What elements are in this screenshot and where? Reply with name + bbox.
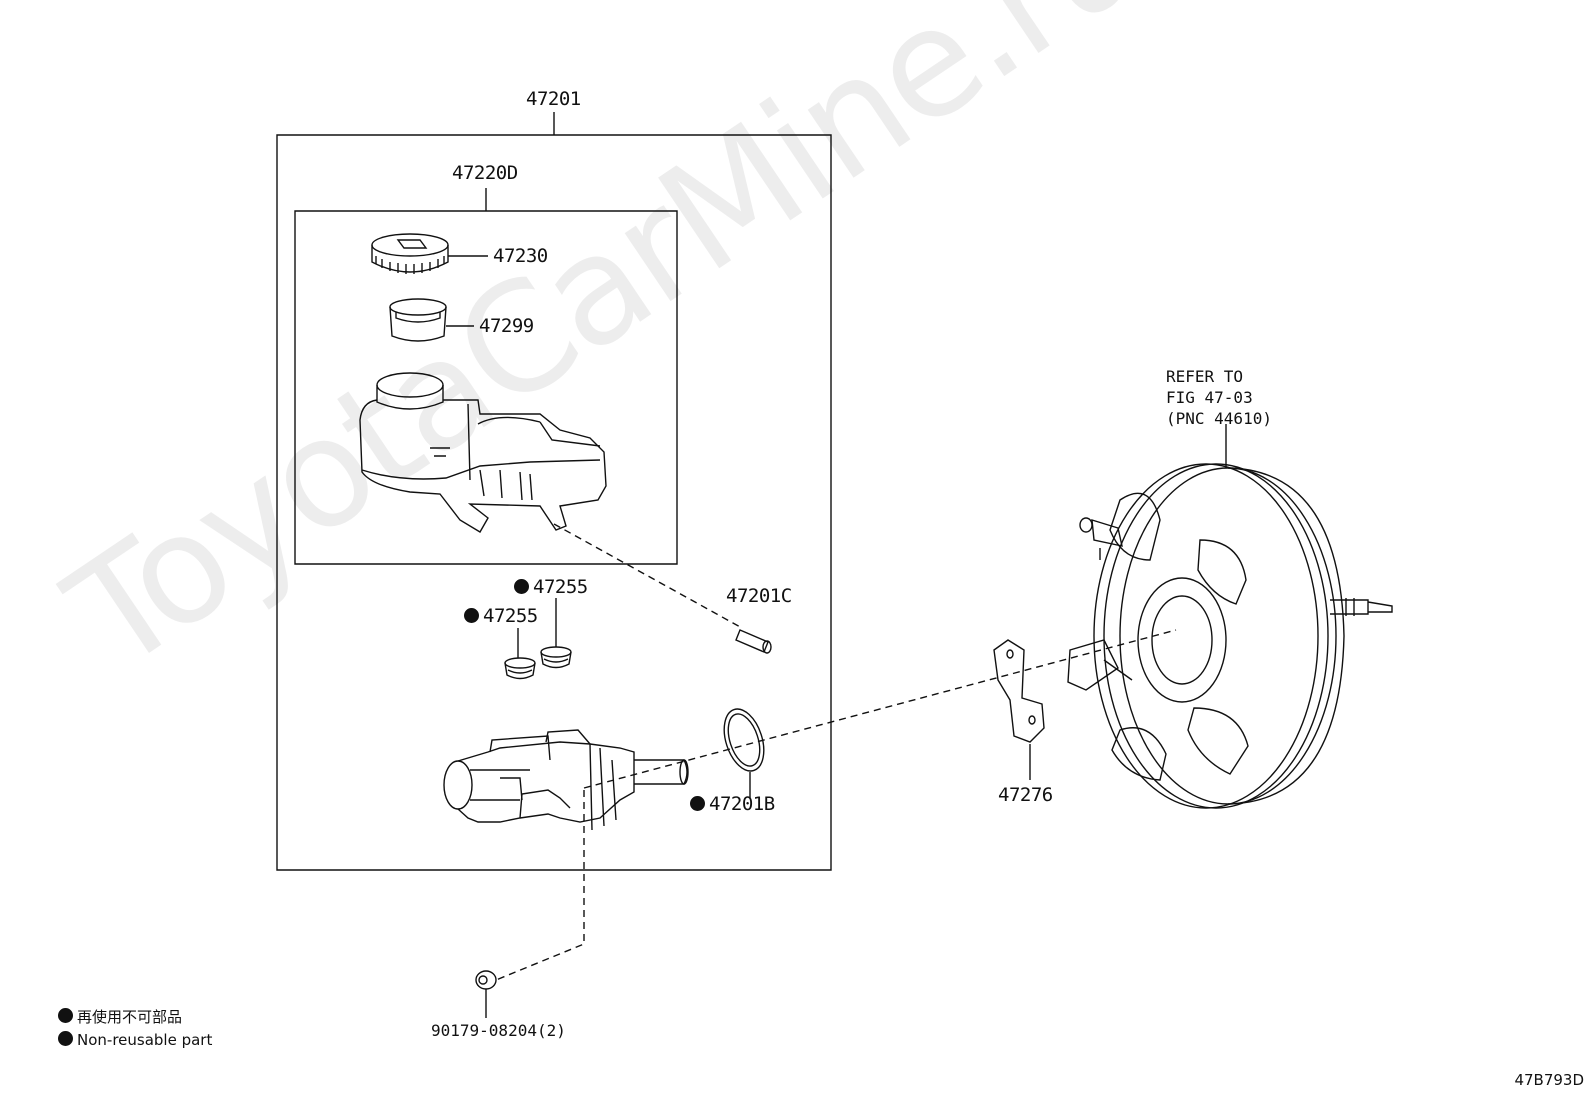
label-grommet-47255-a: 47255 [514,578,588,597]
nut-drawing [476,971,496,989]
reservoir-body-drawing [360,373,606,532]
o-ring-drawing [717,704,771,776]
legend-row-jp: 再使用不可部品 [58,1006,182,1027]
booster-reference-note: REFER TO FIG 47-03 (PNC 44610) [1166,366,1272,429]
master-cylinder-drawing [444,730,688,830]
label-cap-47230: 47230 [493,245,548,267]
brake-booster-drawing [1068,464,1392,808]
label-pin-47201c: 47201C [726,585,792,607]
label-bracket-47276: 47276 [998,784,1053,806]
label-strainer-47299: 47299 [479,315,534,337]
grommet-right-drawing [541,647,571,668]
bracket-drawing [994,640,1044,742]
non-reusable-dot-icon [514,579,529,594]
legend-dot-icon [58,1031,73,1046]
grommet-left-drawing [505,658,535,679]
label-assembly-47201: 47201 [526,88,581,110]
label-o-ring-47201b: 47201B [690,795,775,814]
axis-dashed-line [584,630,1176,788]
reservoir-cap-drawing [372,234,448,274]
figure-id: 47B793D [1514,1071,1584,1089]
legend-dot-icon [58,1008,73,1023]
reference-line-2: FIG 47-03 [1166,388,1253,407]
non-reusable-dot-icon [464,608,479,623]
pin-drawing [736,630,771,653]
assembly-frame [277,135,831,870]
label-grommet-47255-b: 47255 [464,607,538,626]
reference-line-1: REFER TO [1166,367,1244,386]
legend-row-en: Non-reusable part [58,1031,212,1049]
non-reusable-dot-icon [690,796,705,811]
strainer-drawing [390,299,446,341]
label-nut-90179: 90179-08204(2) [431,1021,566,1040]
reference-line-3: (PNC 44610) [1166,409,1272,428]
nut-dashed-leader [496,790,584,980]
reservoir-frame [295,211,677,564]
label-reservoir-47220d: 47220D [452,162,518,184]
